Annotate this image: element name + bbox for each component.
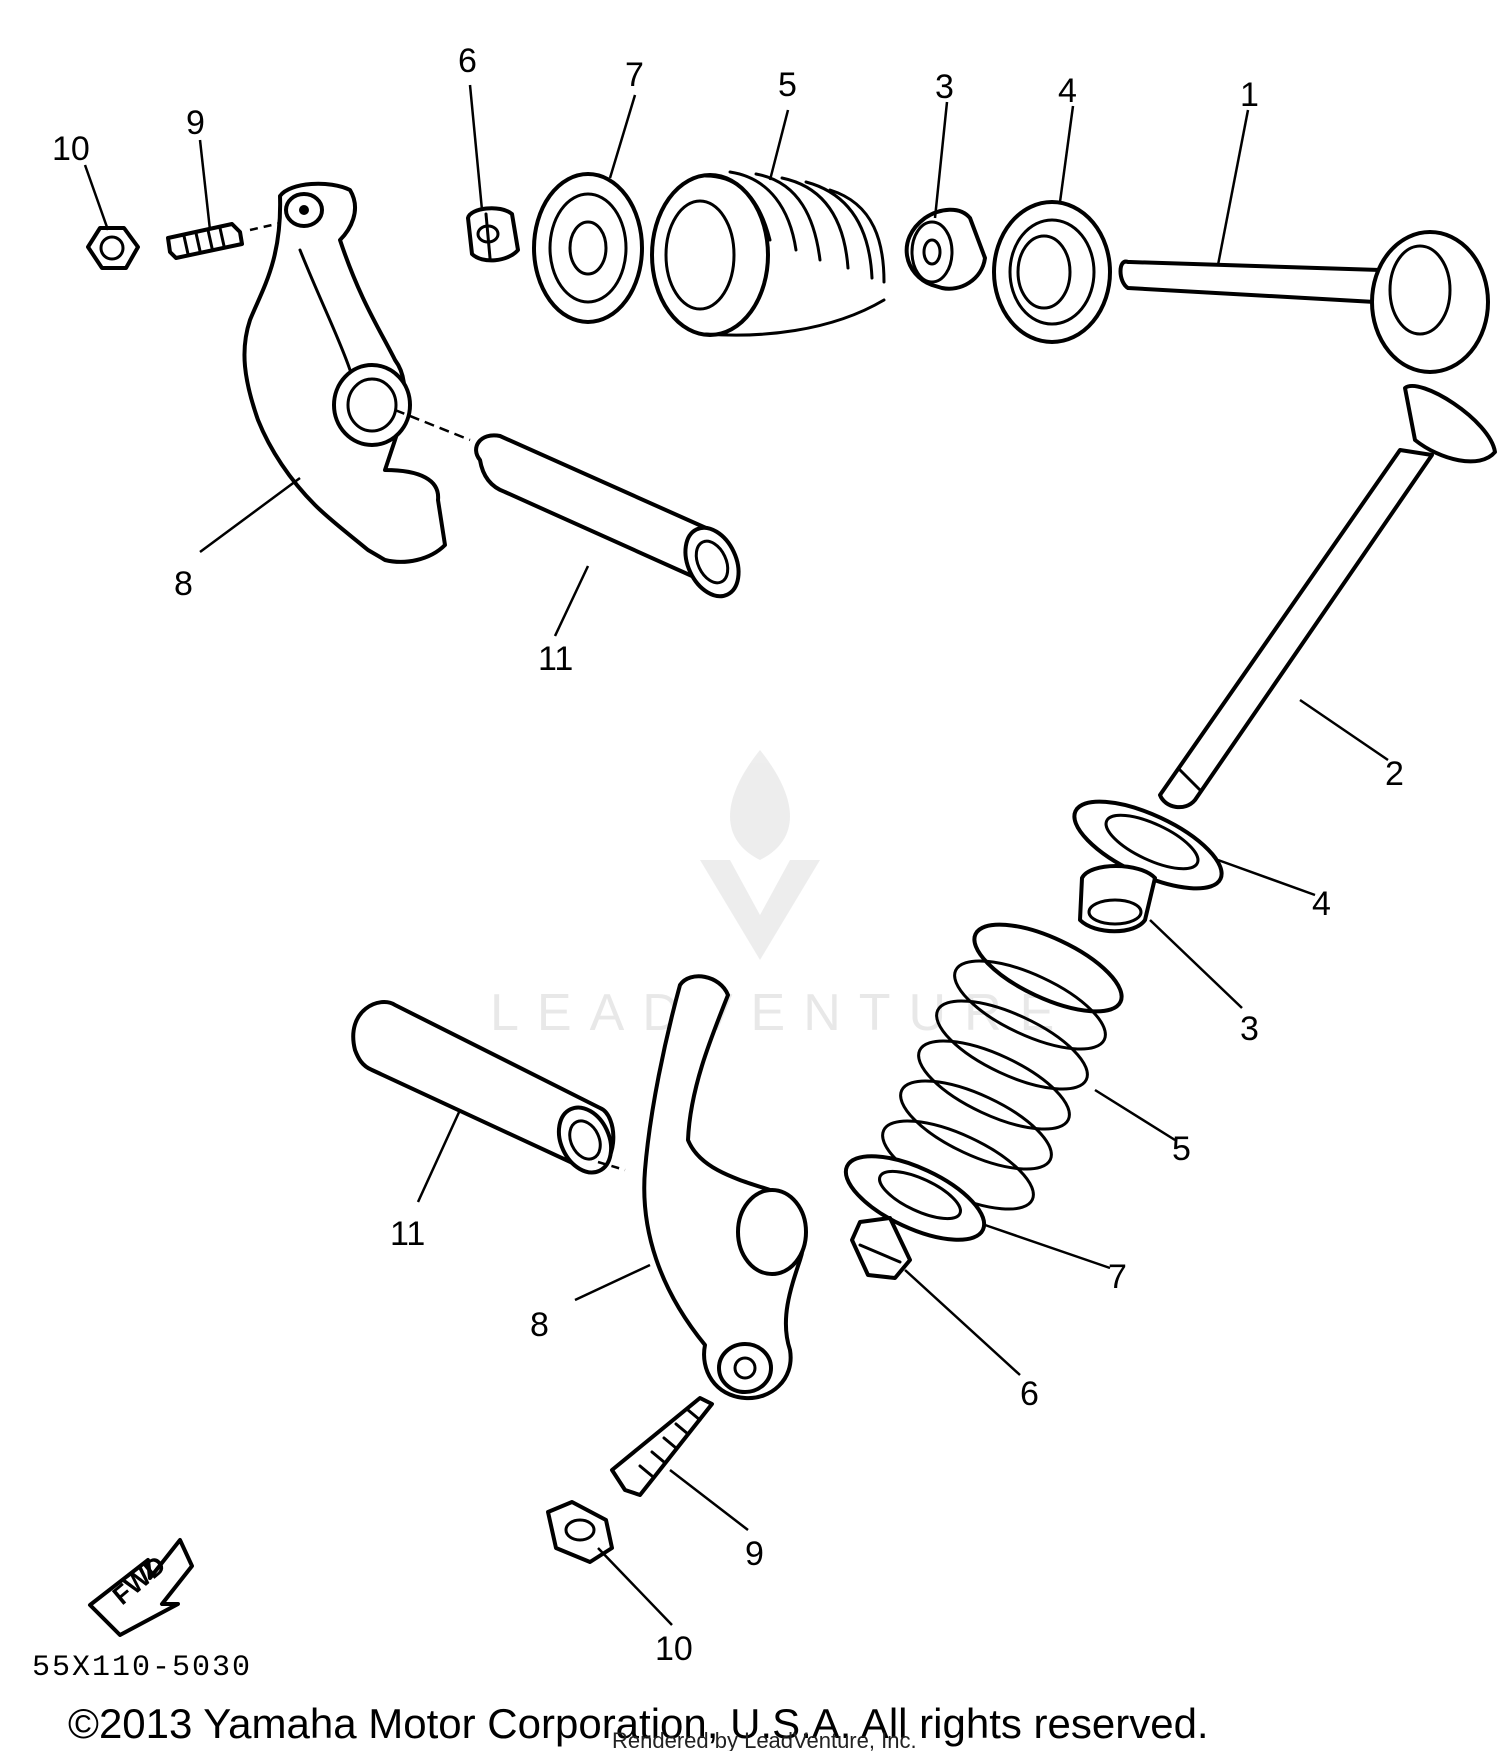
- watermark-text: LEADVENTURE: [490, 984, 1072, 1042]
- valve-cotter-top: [466, 206, 520, 263]
- rocker-arm-bottom: [642, 974, 808, 1401]
- valve-spring-bottom: [881, 922, 1124, 1211]
- callout-bottom-10: 10: [655, 1630, 693, 1668]
- callout-top-5: 5: [778, 66, 797, 104]
- rocker-shaft-top: [474, 433, 741, 599]
- valve-stem-seal-top: [904, 207, 987, 291]
- adjusting-screw-bottom: [610, 1396, 714, 1497]
- callout-bottom-7: 7: [1108, 1258, 1127, 1296]
- callout-top-11: 11: [538, 640, 573, 678]
- rocker-arm-top: [242, 181, 471, 564]
- callout-bottom-4: 4: [1312, 885, 1331, 923]
- diagram-code: 55X110-5030: [32, 1651, 252, 1685]
- valve-intake: [1118, 230, 1490, 374]
- callouts-bottom: 2 4 3 5 7 6 11 8 9 10: [390, 755, 1404, 1668]
- nut-bottom: [546, 1500, 614, 1564]
- spring-retainer-top: [532, 172, 644, 324]
- forward-direction-indicator: FWD: [88, 1538, 194, 1637]
- rendered-by-note: Rendered by LeadVenture, Inc.: [612, 1728, 917, 1751]
- callout-bottom-3: 3: [1240, 1010, 1259, 1048]
- spring-retainer-bottom: [843, 1154, 987, 1242]
- callout-bottom-5: 5: [1172, 1130, 1191, 1168]
- callout-top-4: 4: [1058, 72, 1077, 110]
- adjusting-screw-top: [166, 220, 286, 260]
- nut-top: [86, 226, 140, 270]
- callout-bottom-9: 9: [745, 1535, 764, 1573]
- callout-top-1: 1: [1240, 76, 1259, 114]
- spring-seat-top: [992, 200, 1112, 344]
- leader-lines: [83, 84, 1389, 1626]
- callout-top-8: 8: [174, 565, 193, 603]
- callout-bottom-2: 2: [1385, 755, 1404, 793]
- valve-spring-top: [650, 170, 886, 337]
- callout-top-9: 9: [186, 104, 205, 142]
- callout-top-3: 3: [935, 68, 954, 106]
- valve-exhaust: [1158, 384, 1497, 810]
- callout-bottom-8: 8: [530, 1306, 549, 1344]
- callout-top-6: 6: [458, 42, 477, 80]
- valve-cotter-bottom: [850, 1216, 912, 1280]
- callout-top-10: 10: [52, 130, 90, 168]
- valve-stem-seal-bottom: [1078, 864, 1157, 934]
- callout-top-7: 7: [625, 56, 644, 94]
- leadventure-watermark: LEADVENTURE: [490, 750, 1072, 1042]
- rocker-shaft-bottom: [351, 1000, 626, 1175]
- callouts-top: 10 9 6 7 5 3 4 1 8 11: [52, 42, 1259, 678]
- callout-bottom-6: 6: [1020, 1375, 1039, 1413]
- callout-bottom-11: 11: [390, 1215, 425, 1253]
- copyright-notice: ©2013 Yamaha Motor Corporation, U.S.A. A…: [68, 1700, 1209, 1747]
